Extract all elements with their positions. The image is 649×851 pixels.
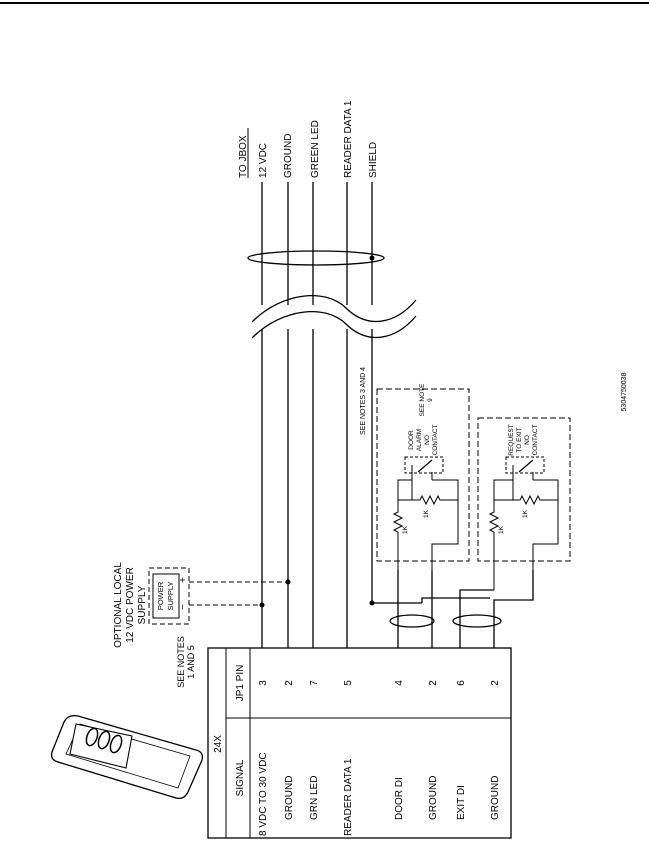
power-supply-caption: OPTIONAL LOCAL 12 VDC POWER SUPPLY	[113, 562, 148, 648]
cable-break-bottom-curve	[251, 311, 417, 339]
table-title: 24X	[213, 735, 224, 753]
cable-break-top-curve	[251, 295, 417, 323]
reader-led-1	[85, 727, 99, 747]
jbox-wire-label-reader-data: READER DATA 1	[343, 100, 354, 178]
drawing-number: 5304750038	[621, 372, 628, 411]
power-supply-notes: SEE NOTES 1 AND 5	[176, 636, 196, 688]
door-alarm-wiring	[392, 465, 459, 570]
cable-shield-ellipse	[247, 250, 385, 266]
reader-body-inner	[65, 723, 191, 789]
signal-row-7: EXIT DI	[456, 785, 467, 820]
door-alarm-label-line-2: ALARM	[416, 429, 423, 451]
door-alarm-dashed-box	[376, 388, 470, 562]
rex-circuit: REQUEST TO EXIT NO CONTACT 1K 1K	[477, 417, 571, 590]
pin-row-6: 2	[428, 680, 439, 686]
rex-r-parallel: 1K	[522, 509, 529, 518]
signal-row-2: GROUND	[284, 776, 295, 820]
rex-switch-blade	[518, 459, 534, 473]
jbox-wire-label-12vdc: 12 VDC	[258, 143, 269, 178]
ps-junction-12vdc	[259, 602, 265, 608]
jbox-wire-label-green-led: GREEN LED	[310, 120, 321, 178]
pin-row-7: 6	[456, 680, 467, 686]
door-alarm-label-line-4: CONTACT	[432, 425, 439, 456]
door-alarm-switch-blade	[417, 459, 433, 473]
signal-row-5: DOOR DI	[394, 777, 405, 820]
power-supply-minus: −	[178, 604, 189, 610]
signal-row-4: READER DATA 1	[343, 758, 354, 836]
jbox-wire-label-ground: GROUND	[283, 134, 294, 178]
door-alarm-parallel-resistor	[412, 494, 454, 506]
power-supply-outer-box	[148, 567, 190, 625]
wire-exit-ground	[493, 570, 534, 648]
rex-contact-box	[505, 456, 545, 474]
door-alarm-label: DOOR ALARM NO CONTACT	[408, 425, 439, 456]
jbox-title: TO JBOX	[238, 135, 249, 178]
power-supply-box	[152, 573, 180, 619]
lower-wires	[397, 570, 534, 648]
door-alarm-label-line-3: NO	[424, 435, 431, 445]
ps-caption-line-1: OPTIONAL LOCAL	[113, 562, 124, 648]
rex-label-line-1: REQUEST	[508, 424, 515, 455]
power-supply-label-line-1: POWER	[156, 581, 165, 610]
pin-row-5: 4	[394, 680, 405, 686]
door-alarm-r-parallel: 1K	[423, 509, 430, 518]
door-alarm-circuit: DOOR ALARM NO CONTACT SEE NOTE 9 1K 1K	[376, 383, 470, 570]
rex-wiring	[488, 465, 559, 590]
rex-dashed-box	[477, 417, 571, 562]
pin-row-8: 2	[490, 680, 501, 686]
rex-label: REQUEST TO EXIT NO CONTACT	[508, 424, 539, 455]
signal-row-8: GROUND	[490, 776, 501, 820]
table-header-pin: JP1 PIN	[235, 665, 246, 702]
pin-row-1: 3	[258, 680, 269, 686]
signal-row-6: GROUND	[428, 776, 439, 820]
rex-label-line-3: NO	[524, 435, 531, 445]
note9: SEE NOTE 9	[419, 383, 434, 417]
table-header-signal: SIGNAL	[235, 759, 246, 796]
power-supply-plus: +	[178, 577, 189, 583]
note9-line-2: 9	[427, 398, 434, 402]
door-cable-shield-ellipse	[389, 614, 435, 628]
note9-line-1: SEE NOTE	[419, 383, 426, 417]
signal-row-3: GRN LED	[309, 776, 320, 820]
rex-parallel-resistor	[513, 494, 554, 506]
pin-row-3: 7	[309, 680, 320, 686]
shield-note: SEE NOTES 3 AND 4	[360, 367, 367, 435]
power-supply-label-line-2: SUPPLY	[166, 581, 175, 610]
exit-cable-shield-ellipse	[452, 614, 502, 628]
door-alarm-r-series: 1K	[402, 525, 409, 534]
wire-exit-di	[459, 589, 494, 648]
drain-junction-dot	[369, 600, 375, 606]
rex-label-line-4: CONTACT	[532, 425, 539, 456]
shield-junction-dot	[369, 255, 375, 261]
jbox-wire-label-shield: SHIELD	[368, 142, 379, 178]
reader-device-illustration	[50, 714, 204, 800]
ps-caption-line-2: 12 VDC POWER	[125, 567, 136, 643]
power-supply-dashed-wires	[189, 581, 288, 606]
ps-note-line-1: SEE NOTES	[176, 636, 186, 688]
ps-note-line-2: 1 AND 5	[186, 645, 196, 679]
pin-row-2: 2	[284, 680, 295, 686]
door-alarm-label-line-1: DOOR	[408, 430, 415, 450]
jbox-labels: TO JBOX 12 VDC GROUND GREEN LED READER D…	[238, 100, 379, 178]
reader-led-3	[109, 734, 123, 754]
door-alarm-contact-box	[404, 456, 444, 474]
rex-label-line-2: TO EXIT	[516, 427, 523, 452]
signal-row-1: 8 VDC TO 30 VDC	[258, 752, 269, 836]
terminal-table: 24X JP1 PIN SIGNAL 8 VDC TO 30 VDC 3 GRO…	[207, 647, 512, 839]
rex-r-series: 1K	[498, 525, 505, 534]
reader-led-2	[97, 730, 111, 750]
pin-row-4: 5	[343, 680, 354, 686]
wire-shield-drain	[421, 597, 490, 603]
table-outline	[207, 647, 512, 839]
main-wires	[261, 182, 422, 648]
ps-junction-ground	[285, 579, 291, 585]
ps-caption-line-3: SUPPLY	[137, 585, 148, 624]
